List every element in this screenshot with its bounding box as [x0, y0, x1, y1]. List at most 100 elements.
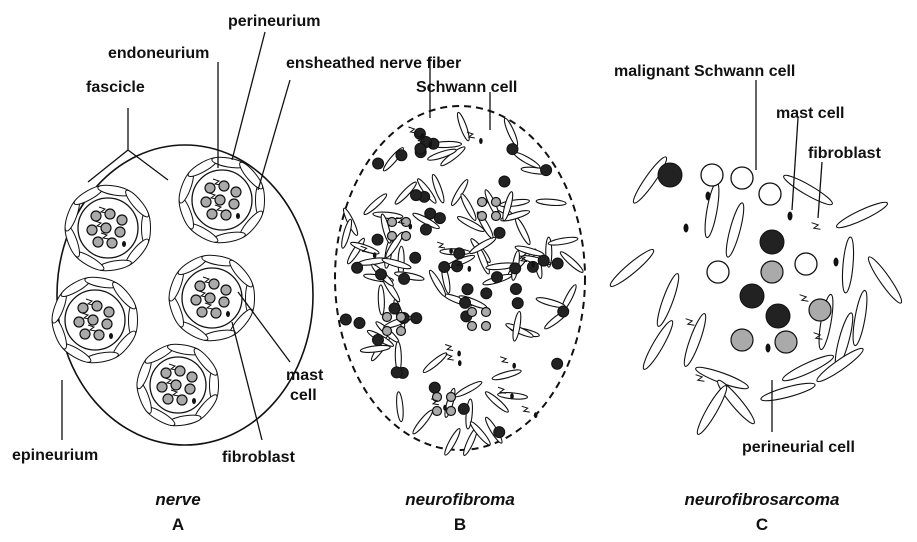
- mast-cell: [409, 223, 413, 229]
- malignant-schwann-cell-hollow: [731, 167, 753, 189]
- schwann-cell: [552, 358, 563, 369]
- caption-nerve: nerve: [155, 490, 200, 509]
- spindle-cell: [378, 285, 385, 315]
- perineurial-cell: [760, 380, 817, 404]
- fibroblast-cell: [215, 205, 223, 211]
- ensheathed-nerve-fiber: [383, 327, 392, 336]
- caption-neurofibrosarcoma: neurofibrosarcoma: [685, 490, 840, 509]
- malignant-schwann-cell-dark: [658, 163, 682, 187]
- schwann-cell: [372, 234, 383, 245]
- mast-cell: [236, 213, 240, 219]
- axon: [229, 199, 239, 209]
- axon: [87, 225, 97, 235]
- mast-cell: [531, 262, 535, 268]
- perineurial-sheath: [237, 160, 266, 192]
- axon: [195, 281, 205, 291]
- fascicle: [49, 275, 138, 366]
- malignant-schwann-cell-dark: [740, 284, 764, 308]
- schwann-cell: [429, 382, 440, 393]
- fibroblast-cell: [812, 223, 821, 230]
- fibroblast-cell: [205, 303, 213, 309]
- fascicle: [176, 155, 265, 246]
- spindle-cell: [491, 368, 522, 382]
- schwann-cell: [460, 297, 471, 308]
- malignant-schwann-cell-hollow: [707, 261, 729, 283]
- schwann-cell: [499, 176, 510, 187]
- neurofibroma-cells: [340, 111, 585, 456]
- schwann-cell: [354, 318, 365, 329]
- spindle-cell: [499, 198, 530, 208]
- fascicles-group: [49, 155, 265, 429]
- endoneurium-label: endoneurium: [108, 45, 209, 62]
- axon: [175, 366, 185, 376]
- ensheathed-nerve-fiber: [388, 232, 397, 241]
- schwann-cell: [481, 288, 492, 299]
- ensheathed-nerve-fiber: [478, 198, 487, 207]
- perineurium-leader: [232, 32, 265, 160]
- axon: [91, 211, 101, 221]
- schwann-cell: [510, 284, 521, 295]
- malignant-schwann-cell-grey: [775, 331, 797, 353]
- axon: [88, 315, 98, 325]
- malignant-schwann-cell-dark: [766, 304, 790, 328]
- axon: [201, 197, 211, 207]
- axon: [219, 181, 229, 191]
- fibroblast-cell: [171, 390, 179, 396]
- schwann-cell: [373, 158, 384, 169]
- schwann-cell: [396, 150, 407, 161]
- ensheathed-nerve-fiber: [447, 407, 456, 416]
- spindle-cell: [454, 379, 483, 398]
- mast-cell: [449, 248, 453, 254]
- perineurial-cell: [654, 272, 683, 328]
- panel-b-neurofibroma: ensheathed nerve fiber Schwann cell neur…: [286, 55, 585, 534]
- axon: [92, 301, 102, 311]
- ensheathed-nerve-fiber: [402, 232, 411, 241]
- schwann-cell: [462, 284, 473, 295]
- axon: [80, 329, 90, 339]
- schwann-cell: [410, 252, 421, 263]
- malignant-schwann-cell-grey: [761, 261, 783, 283]
- mast-cell: [109, 333, 113, 339]
- ensheathed-nerve-fiber: [478, 212, 487, 221]
- malignant-schwann-cell-grey: [809, 299, 831, 321]
- sarcoma-cells: [607, 154, 905, 437]
- fibroblast-cell: [445, 344, 453, 350]
- schwann-cell: [492, 272, 503, 283]
- axon: [205, 293, 215, 303]
- schwann-cell: [541, 165, 552, 176]
- ensheathed-nerve-fiber: [447, 393, 456, 402]
- mast-cell: [512, 363, 516, 369]
- axon: [231, 187, 241, 197]
- schwann-cell: [552, 258, 563, 269]
- ensheathed-nerve-fiber: [383, 313, 392, 322]
- axon: [93, 237, 103, 247]
- fibroblast-cell: [437, 242, 445, 248]
- schwann-cell: [415, 143, 426, 154]
- panel-a-nerve: perineurium endoneurium fascicle epineur…: [12, 13, 324, 534]
- axon: [211, 308, 221, 318]
- epineurium-label: epineurium: [12, 447, 98, 464]
- perineurial-cell: [841, 237, 856, 294]
- axon: [209, 279, 219, 289]
- ensheathed-nerve-fiber: [492, 212, 501, 221]
- malignant-schwann-cell-hollow: [795, 253, 817, 275]
- ensheathed-nerve-fiber: [482, 308, 491, 317]
- schwann-cell: [340, 314, 351, 325]
- perineurial-sheath: [110, 280, 139, 312]
- mast-cell: [766, 344, 771, 353]
- schwann-cell: [434, 213, 445, 224]
- schwann-cell: [454, 248, 465, 259]
- perineurial-sheath: [227, 258, 256, 290]
- mast-cell: [684, 224, 689, 233]
- perineurial-cell: [681, 312, 710, 368]
- fascicle: [134, 341, 220, 428]
- mast-cell-label-c: mast cell: [776, 105, 844, 122]
- malignant-schwann-cell-hollow: [701, 164, 723, 186]
- ensheathed-nerve-fiber-label: ensheathed nerve fiber: [286, 55, 461, 72]
- schwann-cell: [372, 334, 383, 345]
- mast-cell: [458, 360, 462, 366]
- schwann-cell: [558, 306, 569, 317]
- panel-letter-b: B: [454, 515, 466, 534]
- fibroblast-leader-a: [232, 322, 262, 440]
